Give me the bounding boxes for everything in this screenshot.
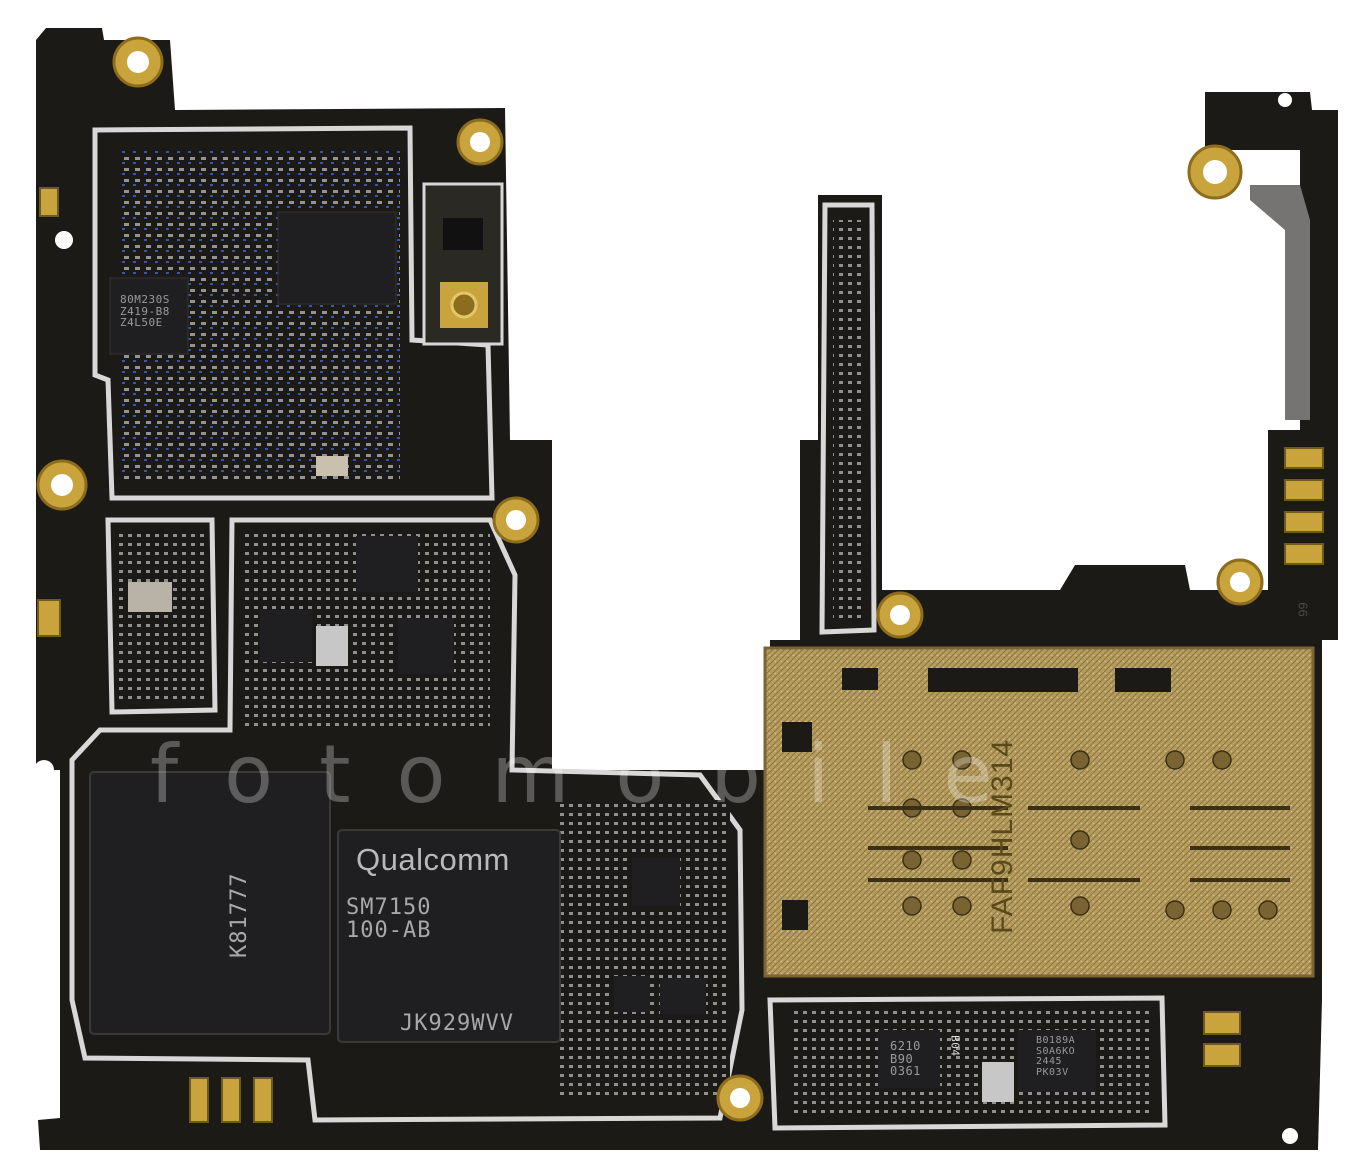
screw-hole-centers [34, 51, 1298, 1144]
component-area [833, 220, 865, 620]
memory-chip-label: 80M230S Z419-B8 Z4L50E [120, 293, 170, 330]
chip [614, 976, 650, 1012]
shield-right-strip [819, 202, 877, 635]
sensor-chip [982, 1062, 1014, 1102]
chip [632, 858, 680, 906]
shield-right-bottom [767, 995, 1168, 1131]
right-chip-label: B0189A S0A6KO 2445 PK03V [1036, 1035, 1076, 1078]
pmic-chip [878, 1030, 940, 1088]
pmic-chip-label: 6210 B90 0361 [890, 1039, 921, 1079]
sensor-chip [316, 626, 348, 666]
power-chip [356, 536, 418, 592]
shield-mid-left [105, 517, 218, 715]
soc-chip [337, 829, 561, 1043]
chip [660, 978, 706, 1014]
component-area [560, 800, 730, 1100]
sim-tray-code: FAF9HLM314 [986, 738, 1019, 934]
soc-model-label: SM7150 100-AB [346, 895, 432, 944]
crystal [316, 456, 348, 476]
contact-pads [37, 187, 1324, 1123]
sim-card-tray [763, 646, 1315, 978]
shield-top-left [92, 125, 495, 501]
side-mark: 66 [1295, 602, 1311, 617]
chip [260, 610, 312, 662]
rf-connector [450, 291, 478, 319]
sensor [443, 218, 483, 250]
shield-mid [69, 517, 745, 1123]
soc-brand-label: Qualcomm [356, 842, 510, 877]
component-area [118, 528, 208, 703]
sim-spring-lines [868, 806, 1290, 882]
storage-chip-label: K81777 [227, 872, 252, 958]
crystal [128, 582, 172, 612]
soc-lot-label: JK929WVV [400, 1011, 514, 1036]
storage-chip [89, 771, 331, 1035]
small-mark: B04 [948, 1035, 962, 1057]
chip [398, 618, 454, 674]
rf-chip [277, 211, 397, 305]
sim-slots [782, 668, 1171, 930]
memory-chip [109, 277, 189, 355]
right-chip [1018, 1030, 1096, 1092]
flex-trace [1250, 185, 1310, 420]
